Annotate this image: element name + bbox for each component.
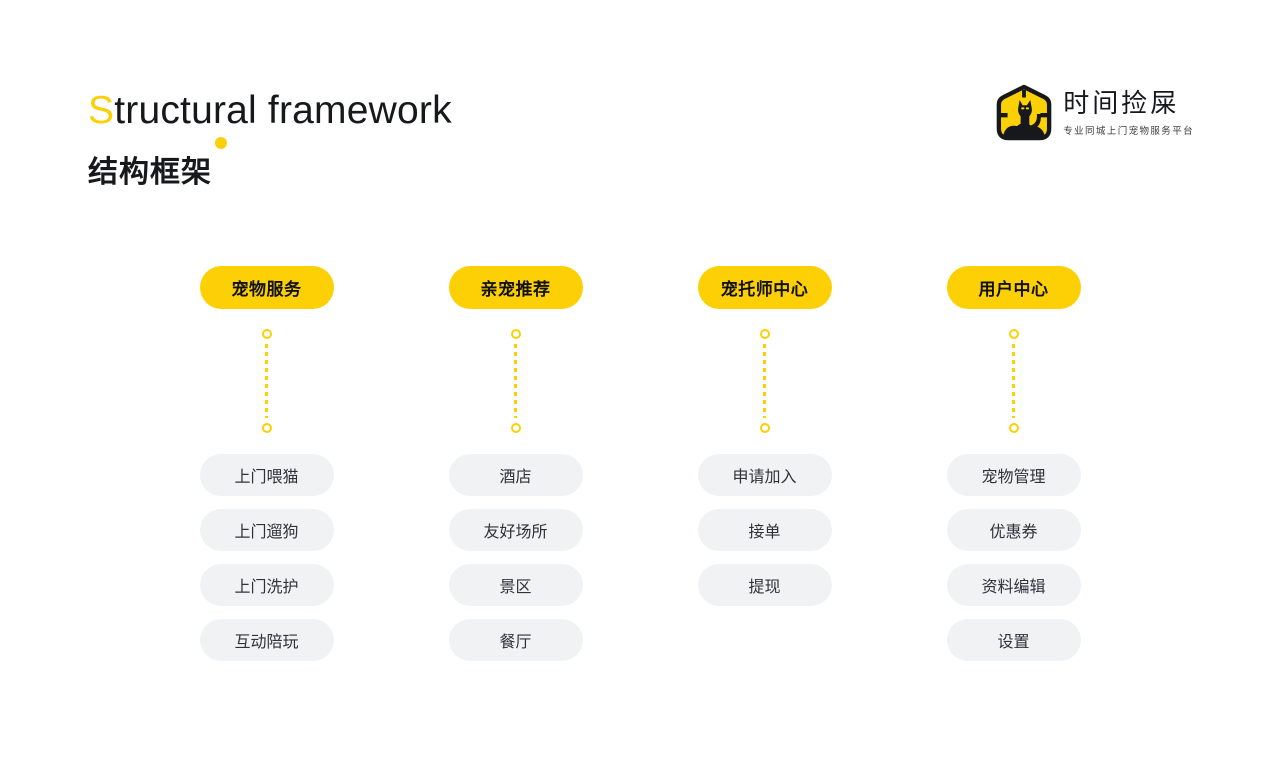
column-items: 申请加入接单提现 — [697, 454, 832, 619]
item-pill: 优惠券 — [946, 509, 1081, 551]
column-items: 宠物管理优惠券资料编辑设置 — [946, 454, 1081, 674]
connector-dashed-line — [1012, 344, 1015, 418]
connector-ring-bottom — [759, 423, 770, 433]
page-title: Structural framework — [88, 89, 452, 133]
page-title-rest: tructural framework — [114, 89, 452, 132]
item-pill: 上门喂猫 — [199, 454, 334, 496]
connector-ring-bottom — [1008, 423, 1019, 433]
item-pill: 接单 — [697, 509, 832, 551]
connector-ring-top — [261, 329, 272, 339]
connector-ring-top — [510, 329, 521, 339]
brand-name: 时间捡屎 — [1063, 87, 1180, 118]
column-header-label: 宠物服务 — [231, 280, 302, 299]
framework-column: 宠物服务 上门喂猫上门遛狗上门洗护互动陪玩 — [199, 266, 334, 674]
column-items: 上门喂猫上门遛狗上门洗护互动陪玩 — [199, 454, 334, 674]
page-subtitle-text: 结构框架 — [88, 155, 212, 189]
item-pill: 互动陪玩 — [199, 619, 334, 661]
brand-text: 时间捡屎 专业同城上门宠物服务平台 — [1063, 87, 1194, 138]
column-items: 酒店友好场所景区餐厅 — [448, 454, 583, 674]
connector — [1008, 309, 1019, 454]
framework-column: 宠托师中心 申请加入接单提现 — [697, 266, 832, 674]
item-pill: 申请加入 — [697, 454, 832, 496]
connector-dashed-line — [763, 344, 766, 418]
item-pill: 提现 — [697, 564, 832, 606]
column-header-pill: 宠物服务 — [199, 266, 334, 309]
item-pill: 宠物管理 — [946, 454, 1081, 496]
item-pill: 上门遛狗 — [199, 509, 334, 551]
page-subtitle: 结构框架 — [88, 136, 227, 191]
connector — [759, 309, 770, 454]
connector-ring-top — [1008, 329, 1019, 339]
connector-dashed-line — [514, 344, 517, 418]
framework-columns: 宠物服务 上门喂猫上门遛狗上门洗护互动陪玩 亲宠推荐 酒店友好场所景区餐厅 宠托… — [0, 266, 1280, 674]
item-pill: 景区 — [448, 564, 583, 606]
column-header-label: 宠托师中心 — [720, 280, 809, 299]
page-title-accent-letter: S — [88, 89, 115, 132]
framework-column: 用户中心 宠物管理优惠券资料编辑设置 — [946, 266, 1081, 674]
cat-in-house-icon — [996, 84, 1052, 141]
item-pill: 设置 — [946, 619, 1081, 661]
connector — [261, 309, 272, 454]
column-header-label: 用户中心 — [978, 280, 1049, 299]
item-pill: 上门洗护 — [199, 564, 334, 606]
brand-logo: 时间捡屎 专业同城上门宠物服务平台 — [995, 84, 1194, 142]
framework-column: 亲宠推荐 酒店友好场所景区餐厅 — [448, 266, 583, 674]
connector-ring-bottom — [510, 423, 521, 433]
column-header-label: 亲宠推荐 — [480, 280, 551, 299]
item-pill: 资料编辑 — [946, 564, 1081, 606]
connector — [510, 309, 521, 454]
title-block: Structural framework 结构框架 — [88, 89, 452, 191]
column-header-pill: 亲宠推荐 — [448, 266, 583, 309]
brand-tagline: 专业同城上门宠物服务平台 — [1063, 126, 1194, 138]
column-header-pill: 用户中心 — [946, 266, 1081, 309]
column-header-pill: 宠托师中心 — [697, 266, 832, 309]
item-pill: 酒店 — [448, 454, 583, 496]
accent-dot — [215, 136, 227, 149]
item-pill: 友好场所 — [448, 509, 583, 551]
connector-ring-bottom — [261, 423, 272, 433]
connector-dashed-line — [265, 344, 268, 418]
item-pill: 餐厅 — [448, 619, 583, 661]
connector-ring-top — [759, 329, 770, 339]
